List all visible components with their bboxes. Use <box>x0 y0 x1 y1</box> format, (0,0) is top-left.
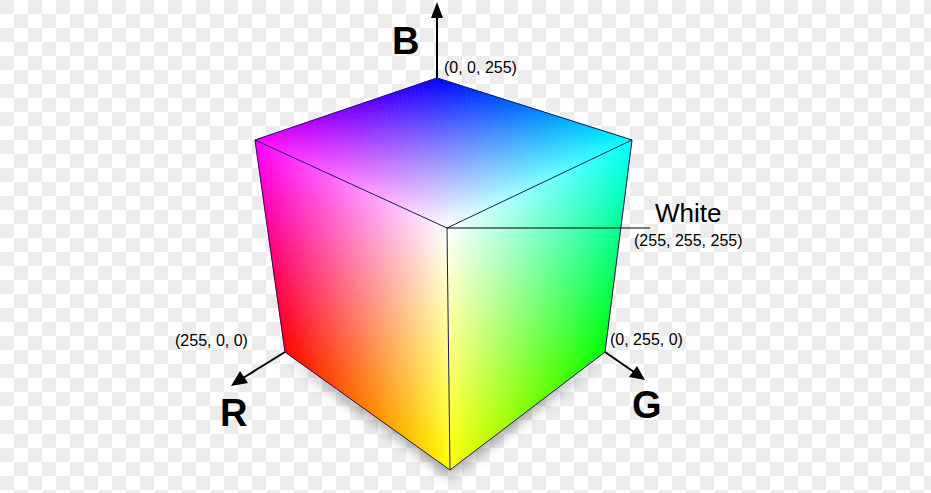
diagram-stage: B(0, 0, 255)White(255, 255, 255)(255, 0,… <box>0 0 931 493</box>
